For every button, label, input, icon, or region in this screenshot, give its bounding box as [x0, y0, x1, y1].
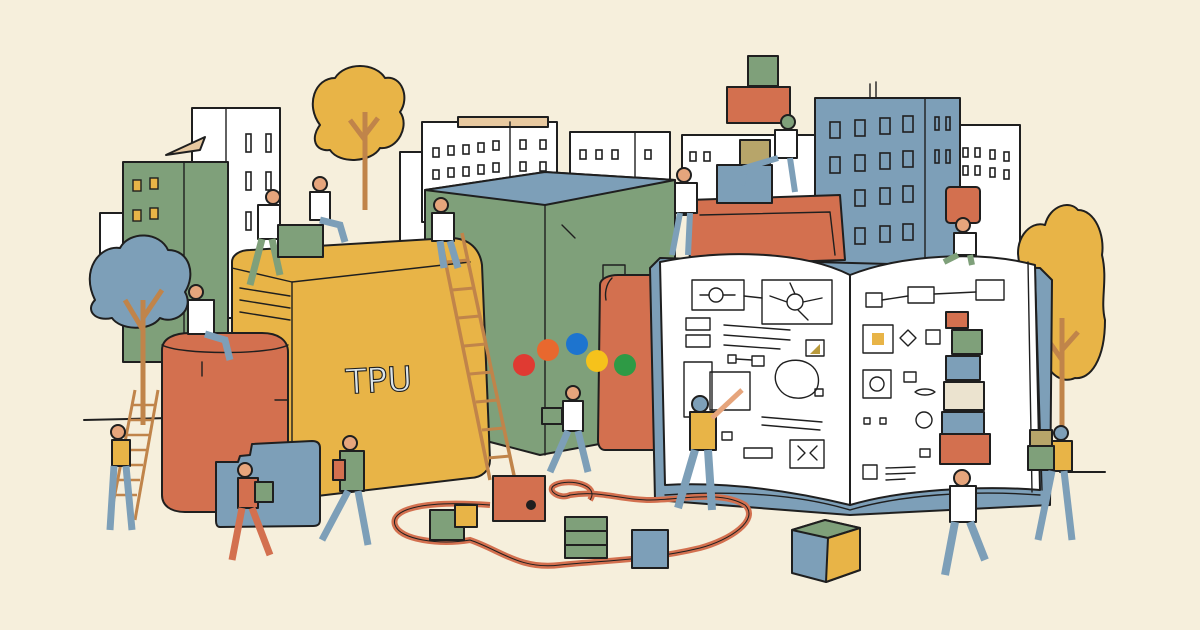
tree-mustard-top — [311, 65, 406, 210]
person-holding-tower — [941, 469, 989, 576]
dot-green — [614, 354, 636, 376]
person-sitting-top-left — [277, 176, 349, 258]
dot-orange — [537, 339, 559, 361]
person-carrying-stack-right — [1027, 425, 1076, 541]
block-tower — [939, 311, 991, 465]
person-carrying-box-center — [541, 385, 592, 474]
dot-red — [513, 354, 535, 376]
floor-blocks — [429, 475, 861, 583]
dot-blue — [566, 333, 588, 355]
tpu-chip-block: TPU — [231, 237, 491, 500]
person-sitting-cylinder — [187, 284, 234, 361]
person-carrying-block-right — [942, 217, 977, 266]
tpu-label: TPU — [344, 359, 413, 402]
blocks-top-stack — [716, 55, 791, 204]
brand-dots — [513, 333, 636, 376]
dot-yellow — [586, 350, 608, 372]
person-walking-backpack — [318, 435, 372, 546]
person-climbing-steps — [246, 189, 284, 286]
cube-blue-yellow — [791, 519, 861, 583]
person-lifting-top-block — [739, 114, 798, 193]
person-on-ladder-center — [431, 197, 462, 269]
ground-line-left — [83, 417, 171, 421]
floor-cable — [391, 479, 752, 569]
person-climbing-ladder-left — [106, 424, 136, 531]
diagram-right-page — [862, 279, 1005, 481]
person-on-red-block — [669, 167, 698, 256]
person-pointing-book — [674, 388, 744, 511]
person-ponytail — [228, 462, 274, 561]
ladder-center — [438, 232, 517, 481]
diagram-left-page — [683, 279, 833, 469]
